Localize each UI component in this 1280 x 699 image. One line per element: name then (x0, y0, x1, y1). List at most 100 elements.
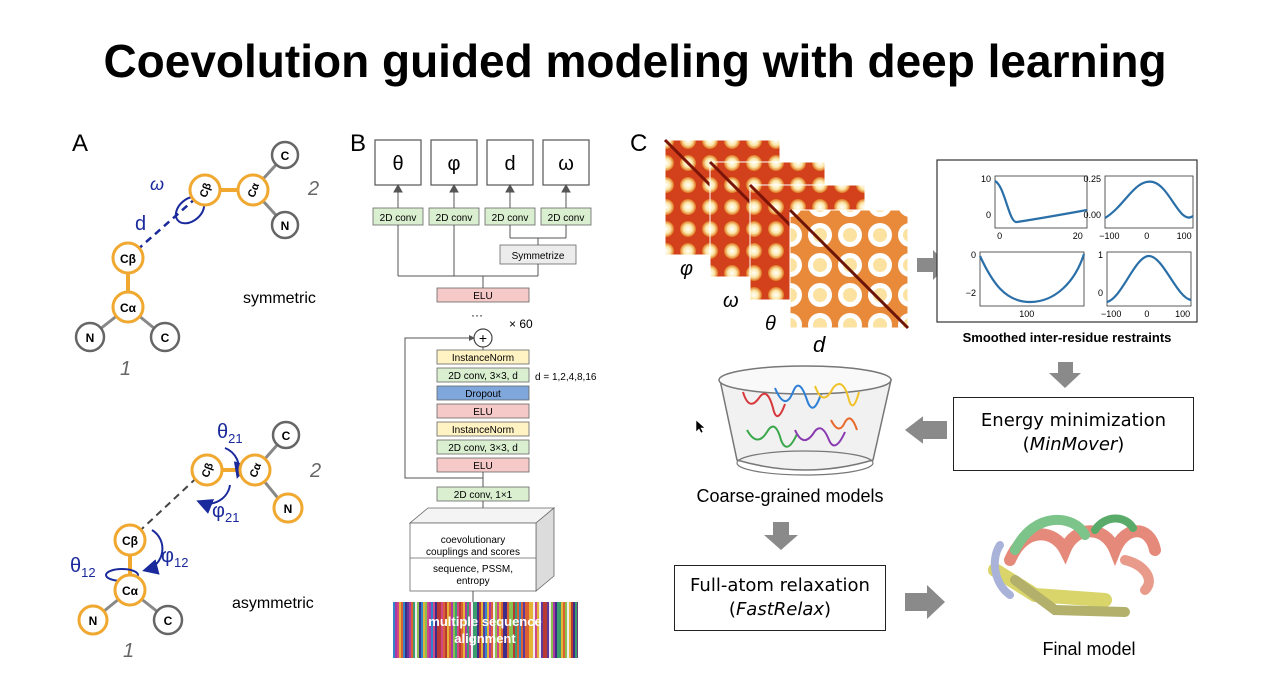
msa-stripe (483, 602, 485, 658)
repeat-count: × 60 (509, 317, 533, 331)
panel-b-network-diagram: θ φ d ω 2D conv 2D conv 2D conv 2D conv … (372, 139, 597, 658)
msa-stripe (413, 602, 415, 658)
asymmetric-structure: N Cα C Cβ Cβ Cα N C θ21 φ21 θ12 φ12 asym… (70, 420, 321, 662)
msa-stripe (459, 602, 461, 658)
msa-stripe (397, 602, 399, 658)
restraint-plot-3-ytick: −2 (966, 288, 976, 298)
atom-n2-label: N (281, 219, 290, 233)
residual-add-symbol: + (479, 330, 487, 346)
msa-stripe (435, 602, 437, 658)
panel-c-letter: C (630, 130, 648, 157)
coarse-grained-models-image (718, 365, 892, 476)
msa-stripe (467, 602, 469, 658)
dilation-label: d = 1,2,4,8,16 (535, 372, 597, 383)
msa-stripe (499, 602, 501, 658)
msa-stripe (553, 602, 555, 658)
restraint-plot-4-xtick: −100 (1101, 309, 1121, 319)
msa-stripe (535, 602, 537, 658)
atom-cb1 (111, 241, 145, 275)
restraint-plot-1-ytick: 10 (981, 174, 991, 184)
msa-stripe (445, 602, 447, 658)
atom-cb1-asym (113, 523, 147, 557)
msa-stripe (517, 602, 519, 658)
msa-stripe (407, 602, 409, 658)
msa-stripe (569, 602, 571, 658)
theta12-label: θ12 (70, 555, 96, 580)
conv-heads: 2D conv 2D conv 2D conv 2D conv (372, 207, 592, 226)
atom-n2-asym-label: N (284, 502, 293, 516)
msa-label-2: alignment (454, 631, 516, 646)
msa-stripe (519, 602, 521, 658)
energy-minimization-title: Energy minimization (980, 410, 1167, 431)
msa-stripe (485, 602, 487, 658)
output-d: d (504, 153, 515, 175)
msa-stripe (531, 602, 533, 658)
theta21-label: θ21 (217, 421, 243, 446)
msa-stripe (417, 602, 419, 658)
phi21-rotation-arrow (196, 484, 231, 514)
msa-stripe (457, 602, 459, 658)
msa-stripe (545, 602, 547, 658)
final-model-caption: Final model (1042, 639, 1135, 659)
feature-coevolutionary-label-2: couplings and scores (426, 547, 520, 558)
msa-stripe (463, 602, 465, 658)
msa-stripe (421, 602, 423, 658)
map-omega-label: ω (723, 290, 739, 312)
msa-stripe (559, 602, 561, 658)
restraint-plot-2-xtick: −100 (1099, 231, 1119, 241)
atom-c2-asym-label: C (282, 429, 291, 443)
ellipsis: ··· (471, 308, 483, 322)
restraint-plot-1-ytick: 0 (986, 210, 991, 220)
atom-n1 (74, 321, 106, 353)
symmetric-label: symmetric (243, 290, 316, 307)
restraint-plot-1-xtick: 20 (1073, 231, 1083, 241)
msa-stripe (453, 602, 455, 658)
msa-stripe (415, 602, 417, 658)
msa-stripe (549, 602, 551, 658)
map-d-label: d (813, 332, 826, 357)
msa-stripe (423, 602, 425, 658)
arrow-to-coarse (905, 416, 947, 444)
msa-stripe (575, 602, 577, 658)
phi12-label: φ12 (161, 545, 188, 570)
msa-stripe (527, 602, 529, 658)
atom-cb2-asym (190, 453, 224, 487)
msa-stripe (465, 602, 467, 658)
msa-stripe (505, 602, 507, 658)
msa-image (393, 602, 578, 658)
restraint-plot-2-xtick: 100 (1177, 231, 1192, 241)
atom-cb2-label: Cβ (198, 181, 214, 199)
conv-head-theta: 2D conv (380, 213, 417, 224)
msa-stripe (525, 602, 527, 658)
feature-sequence-label-2: entropy (456, 576, 489, 587)
msa-stripe (571, 602, 573, 658)
msa-stripe (541, 602, 543, 658)
residual-block: InstanceNorm 2D conv, 3×3, d Dropout ELU… (436, 349, 530, 473)
msa-stripe (515, 602, 517, 658)
msa-stripe (509, 602, 511, 658)
msa-stripe (523, 602, 525, 658)
msa-stripe (489, 602, 491, 658)
atom-n2 (270, 210, 300, 240)
msa-stripe (497, 602, 499, 658)
block-instancenorm-2: InstanceNorm (452, 425, 514, 436)
output-theta: θ (392, 153, 403, 175)
msa-stripe (513, 602, 515, 658)
arrow-to-fullatom (764, 522, 798, 550)
msa-stripe (455, 602, 457, 658)
elu-top-box (436, 287, 530, 303)
atom-ca1 (111, 290, 145, 324)
restraint-plot-1-xtick: 0 (997, 231, 1002, 241)
block-elu-1: ELU (473, 407, 492, 418)
restraint-plot-frame-2 (1104, 175, 1194, 229)
msa-stripe (503, 602, 505, 658)
energy-minimization-box: Energy minimization (MinMover) (953, 397, 1194, 471)
msa-stripe (449, 602, 451, 658)
restraint-plot-3-ytick: 0 (971, 250, 976, 260)
conv-head-phi: 2D conv (436, 213, 473, 224)
residue-2-label: 2 (307, 178, 319, 200)
msa-stripe (533, 602, 535, 658)
atom-ca1-asym (113, 573, 147, 607)
atom-ca1-label: Cα (120, 301, 137, 315)
